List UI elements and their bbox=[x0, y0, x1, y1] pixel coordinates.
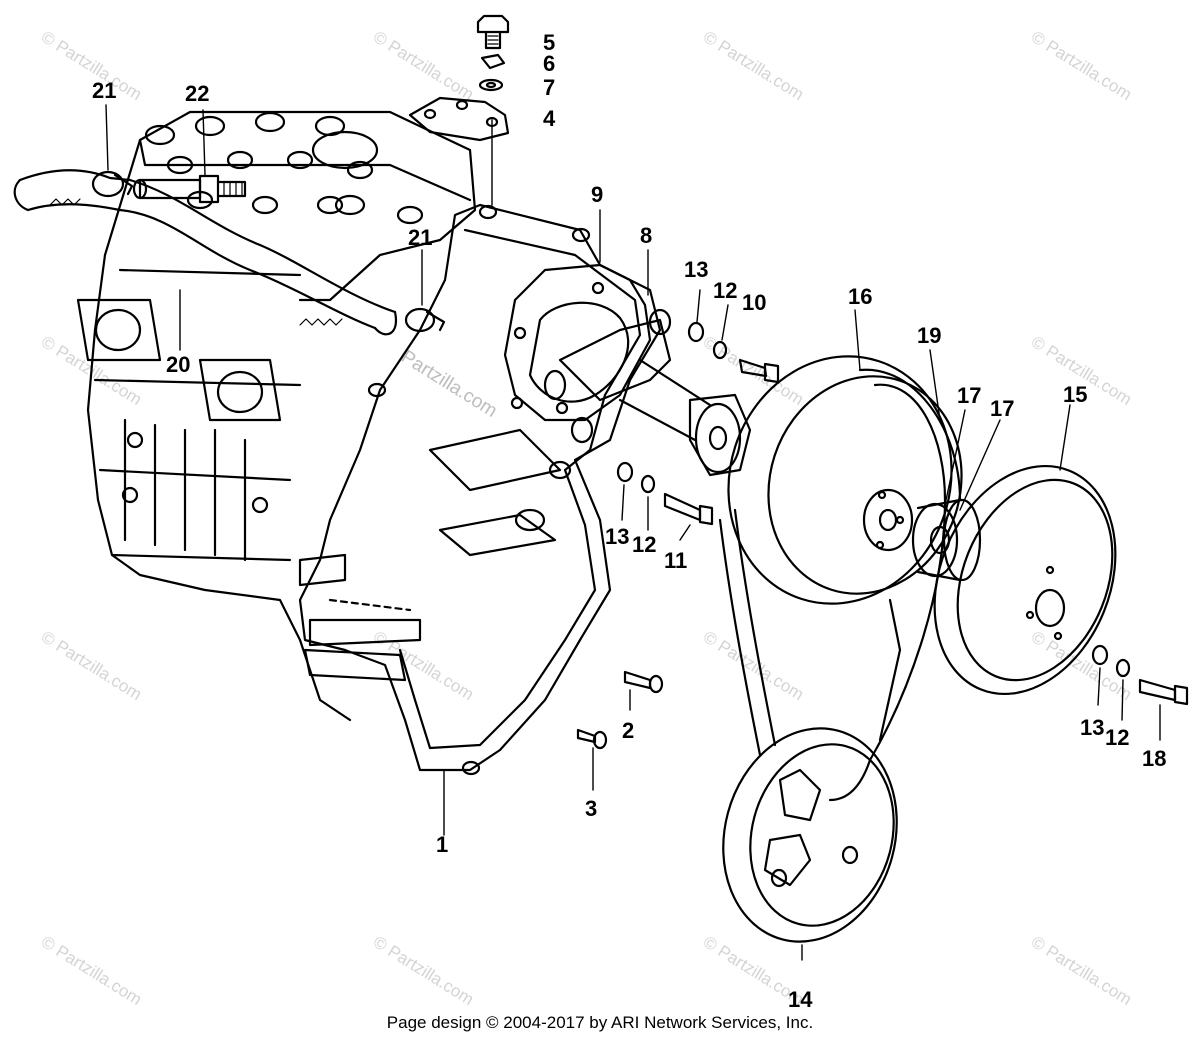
callout-labels: 1 2 3 4 5 6 7 8 9 10 11 12 12 12 13 13 1… bbox=[92, 30, 1166, 1012]
spacer-drawing bbox=[911, 498, 982, 582]
callout-7: 7 bbox=[543, 75, 555, 100]
center-watermark: Partzilla.com bbox=[397, 346, 500, 421]
callout-17: 17 bbox=[957, 383, 981, 408]
callout-21: 21 bbox=[92, 78, 116, 103]
watermark: © Partzilla.com bbox=[1028, 627, 1135, 704]
callout-12: 12 bbox=[632, 532, 656, 557]
callout-12: 12 bbox=[1105, 725, 1129, 750]
timing-cover-drawing bbox=[298, 203, 662, 776]
mounting-plate-drawing bbox=[408, 96, 510, 142]
crank-pulley-drawing bbox=[722, 727, 898, 943]
callout-11: 11 bbox=[664, 548, 687, 573]
coolant-hose-drawing bbox=[13, 169, 398, 336]
watermark: © Partzilla.com bbox=[38, 932, 145, 1009]
callout-20: 20 bbox=[166, 352, 190, 377]
callout-21: 21 bbox=[408, 225, 432, 250]
callout-8: 8 bbox=[640, 223, 652, 248]
callout-16: 16 bbox=[848, 284, 872, 309]
callout-1: 1 bbox=[436, 832, 448, 857]
callout-4: 4 bbox=[543, 106, 556, 131]
callout-15: 15 bbox=[1063, 382, 1087, 407]
fitting-drawing bbox=[132, 174, 247, 204]
callout-17: 17 bbox=[990, 396, 1014, 421]
watermark-layer: © Partzilla.com © Partzilla.com © Partzi… bbox=[38, 27, 1135, 1009]
leader-lines bbox=[105, 104, 1161, 961]
callout-14: 14 bbox=[788, 987, 813, 1012]
callout-2: 2 bbox=[622, 718, 634, 743]
secondary-pulley-drawing bbox=[933, 464, 1117, 696]
drive-belt-drawing bbox=[718, 368, 962, 802]
line-art bbox=[13, 14, 1189, 961]
callout-18: 18 bbox=[1142, 746, 1166, 771]
watermark: © Partzilla.com bbox=[700, 27, 807, 104]
watermark: © Partzilla.com bbox=[370, 932, 477, 1009]
watermark: © Partzilla.com bbox=[38, 627, 145, 704]
watermark: © Partzilla.com bbox=[1028, 932, 1135, 1009]
callout-6: 6 bbox=[543, 51, 555, 76]
watermark: © Partzilla.com bbox=[700, 627, 807, 704]
callout-5: 5 bbox=[543, 30, 555, 55]
callout-13: 13 bbox=[605, 524, 629, 549]
watermark: © Partzilla.com bbox=[1028, 27, 1135, 104]
watermark: © Partzilla.com bbox=[370, 27, 477, 104]
callout-3: 3 bbox=[585, 796, 597, 821]
callout-13: 13 bbox=[1080, 715, 1104, 740]
engine-block-drawing bbox=[76, 110, 477, 722]
bolt-stack-drawing bbox=[476, 14, 510, 92]
callout-12: 12 bbox=[713, 278, 737, 303]
callout-19: 19 bbox=[917, 323, 941, 348]
callout-10: 10 bbox=[742, 290, 766, 315]
copyright-footer: Page design © 2004-2017 by ARI Network S… bbox=[386, 1013, 814, 1032]
callout-9: 9 bbox=[591, 182, 603, 207]
fasteners-drawing bbox=[576, 321, 1189, 750]
callout-13: 13 bbox=[684, 257, 708, 282]
callout-22: 22 bbox=[185, 81, 209, 106]
water-pump-drawing bbox=[503, 263, 752, 477]
